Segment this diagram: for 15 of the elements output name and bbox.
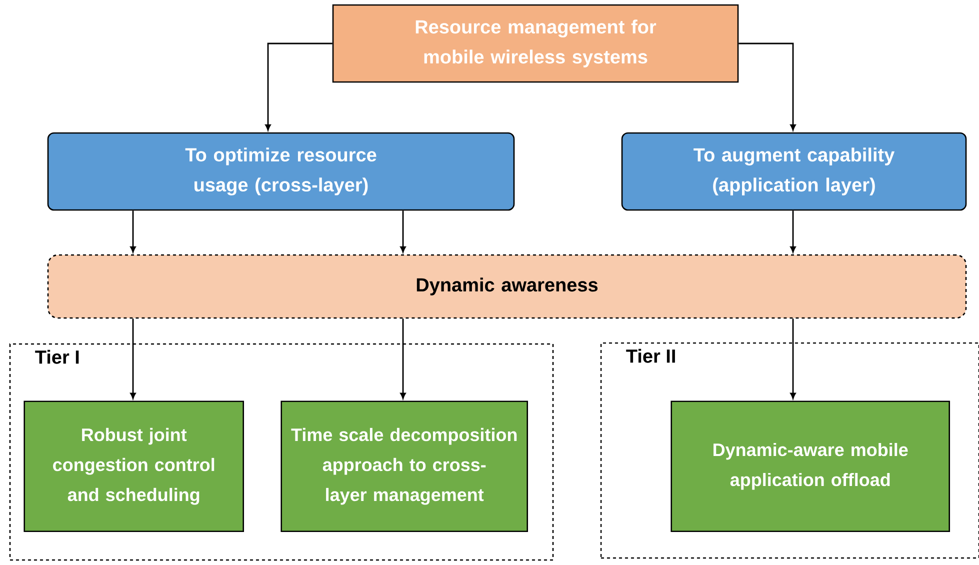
arrow: [400, 318, 406, 399]
arrow: [265, 42, 332, 131]
arrow: [790, 318, 796, 399]
task-box: Time scale decomposition approach to cross-layer management: [280, 400, 528, 532]
arrow: [738, 42, 796, 131]
process-box: To augment capability (application layer): [621, 132, 967, 211]
arrow: [130, 210, 136, 253]
awareness-band: Dynamic awareness: [47, 254, 967, 319]
arrow: [130, 318, 136, 399]
title-box: Resource management for mobile wireless systems: [332, 4, 739, 83]
task-box: Dynamic-aware mobile application offload: [670, 400, 950, 532]
arrow: [790, 210, 796, 253]
task-box: Robust joint congestion control and scheduling: [24, 400, 244, 532]
arrow: [400, 210, 406, 253]
process-box: To optimize resource usage (cross-layer): [47, 132, 515, 211]
